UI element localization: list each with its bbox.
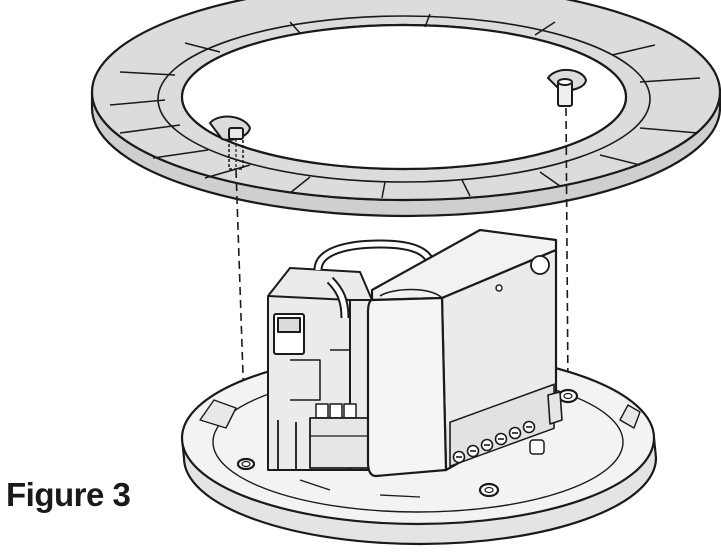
figure-caption: Figure 3: [6, 476, 131, 513]
mounting-ring: [90, 0, 721, 218]
ring-pins: [208, 69, 588, 170]
terminal-block: [267, 267, 373, 471]
terminal-screws: [452, 420, 536, 464]
alignment-guides: [235, 107, 569, 463]
ring-ribs: [109, 13, 701, 199]
relay-module: [313, 228, 563, 478]
